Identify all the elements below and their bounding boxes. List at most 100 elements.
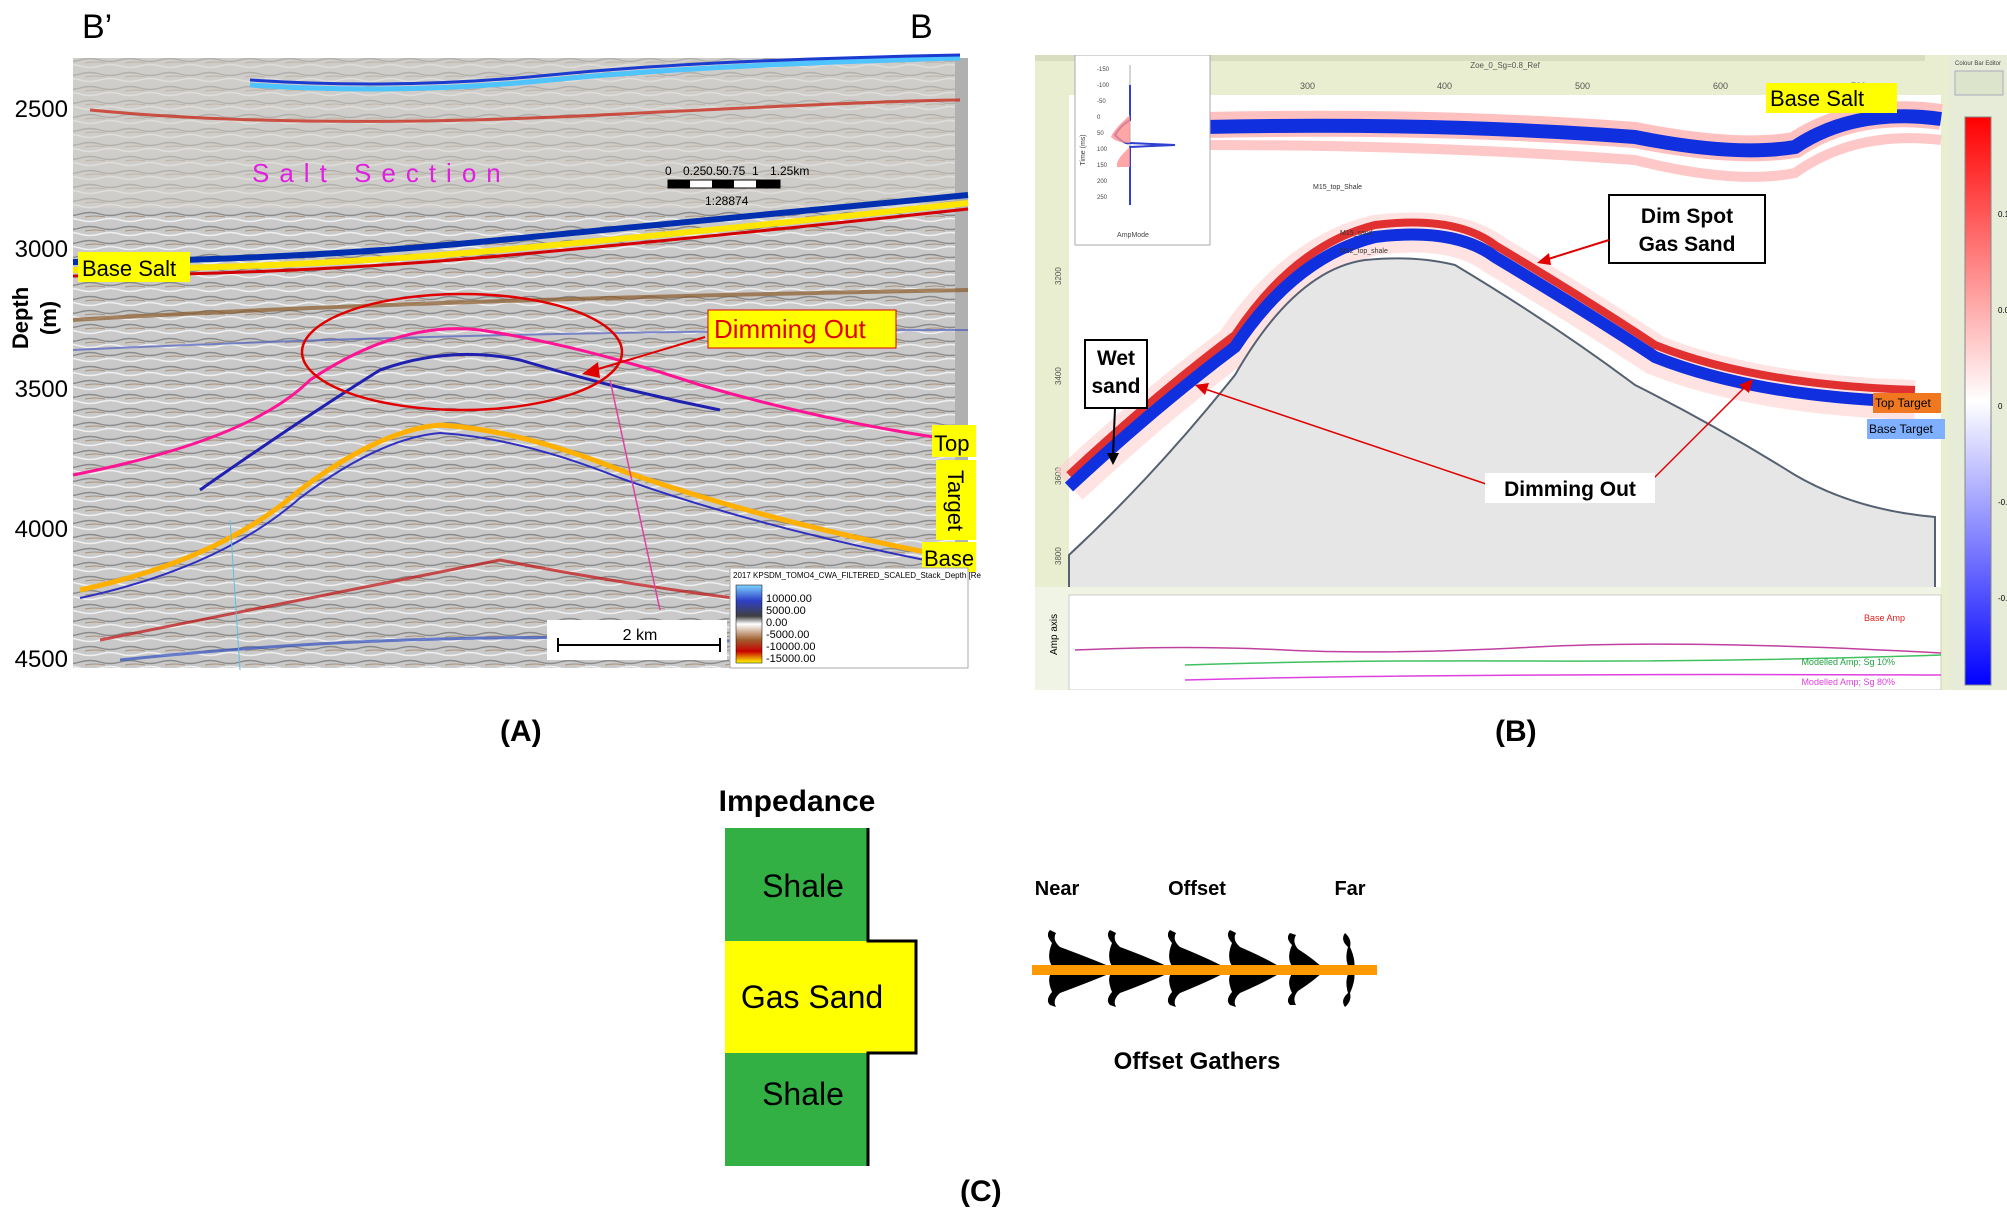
y-tick: 3500 — [15, 376, 68, 403]
svg-text:-0.05: -0.05 — [1998, 498, 2007, 507]
svg-text:200: 200 — [1097, 179, 1108, 185]
top-target-label: Top Target — [1875, 396, 1931, 410]
y-axis-title: Depth(m) — [8, 287, 61, 349]
svg-text:M15_sand: M15_sand — [1340, 230, 1373, 237]
svg-text:400: 400 — [1437, 81, 1452, 91]
panel-b: Zoe_0_Sg=0.8_Ref 300 400 500 600 700 320… — [1035, 54, 2007, 691]
svg-text:-15000.00: -15000.00 — [766, 653, 816, 665]
shale-body — [1068, 257, 1936, 617]
svg-text:Modelled Amp; Sg 80%: Modelled Amp; Sg 80% — [1801, 677, 1895, 687]
sand-label: sand — [1091, 375, 1140, 398]
base-salt-label-b: Base Salt — [1770, 86, 1864, 111]
panel-c-figure: Impedance Shale Gas Sand Shale Near Offs… — [719, 785, 1377, 1166]
base-salt-tag-b — [1766, 83, 1897, 113]
colour-bar — [1964, 116, 1992, 686]
svg-text:0.1: 0.1 — [1998, 210, 2007, 219]
dimming-out-label-b: Dimming Out — [1504, 478, 1636, 501]
wet-label: Wet — [1097, 347, 1135, 370]
y-tick: 3000 — [15, 236, 68, 263]
label-b-prime: B’ — [82, 8, 112, 46]
svg-text:10000.00: 10000.00 — [766, 593, 812, 605]
svg-text:600: 600 — [1713, 81, 1728, 91]
svg-text:0: 0 — [665, 164, 672, 178]
svg-text:-150: -150 — [1097, 67, 1110, 73]
dimming-ellipse — [300, 292, 624, 412]
caption-b: (B) — [1495, 715, 1537, 748]
svg-text:0.05: 0.05 — [1998, 306, 2007, 315]
impedance-title: Impedance — [719, 785, 876, 818]
svg-text:0.5: 0.5 — [706, 164, 723, 178]
svg-text:3200: 3200 — [1054, 267, 1063, 285]
dimming-out-label: Dimming Out — [714, 314, 866, 344]
amp-axis-label: Amp axis — [1049, 614, 1060, 655]
svg-text:3400: 3400 — [1054, 367, 1063, 385]
y-tick: 4500 — [15, 646, 68, 673]
base-salt-label: Base Salt — [82, 256, 176, 281]
svg-text:Time (ms): Time (ms) — [1080, 134, 1087, 165]
dim-spot-label: Dim Spot — [1641, 205, 1733, 228]
scalebar-km: 0 0.25 0.5 0.75 1 1.25km 1:28874 — [665, 164, 809, 208]
svg-text:100: 100 — [1097, 147, 1108, 153]
wet-sand-box — [1084, 339, 1148, 409]
shale-bottom-label: Shale — [762, 1076, 844, 1112]
wavelet-inset: -150 -100 -50 0 50 100 150 200 250 Time … — [1074, 54, 1211, 246]
svg-text:AmpMode: AmpMode — [1117, 232, 1149, 239]
shale-top-label: Shale — [762, 868, 844, 904]
svg-text:-50: -50 — [1097, 99, 1106, 105]
svg-text:0.00: 0.00 — [766, 617, 787, 629]
svg-text:1:28874: 1:28874 — [705, 194, 749, 208]
target-label: Target — [943, 470, 968, 531]
svg-text:500: 500 — [1575, 81, 1590, 91]
distance-label: 2 km — [623, 627, 658, 644]
amplitude-legend: 2017 KPSDM_TOMO4_CWA_FILTERED_SCALED_Sta… — [729, 567, 982, 669]
panel-a: 2500 3000 3500 4000 4500 Depth(m) B’ B S… — [0, 0, 985, 680]
distance-box — [547, 620, 727, 660]
near-label: Near — [1035, 878, 1080, 900]
svg-text:-5000.00: -5000.00 — [766, 629, 809, 641]
gas-sand-label: Gas Sand — [741, 979, 883, 1015]
y-axis: 2500 3000 3500 4000 4500 — [15, 96, 68, 673]
svg-text:0: 0 — [1097, 115, 1101, 121]
svg-text:Colour Bar Editor: Colour Bar Editor — [1955, 61, 2001, 67]
svg-text:3800: 3800 — [1054, 547, 1063, 565]
caption-c: (C) — [960, 1175, 1002, 1208]
caption-a: (A) — [500, 715, 542, 748]
offset-gather-wavelets — [1047, 930, 1355, 1007]
svg-text:300: 300 — [1300, 81, 1315, 91]
svg-text:-10000.00: -10000.00 — [766, 641, 816, 653]
svg-text:5000.00: 5000.00 — [766, 605, 806, 617]
svg-text:Modelled Amp; Sg 10%: Modelled Amp; Sg 10% — [1801, 657, 1895, 667]
svg-text:M12_top_shale: M12_top_shale — [1340, 248, 1388, 255]
svg-text:-0.1: -0.1 — [1998, 594, 2007, 603]
top-label: Top — [934, 431, 969, 456]
dim-spot-box — [1608, 194, 1766, 264]
gas-sand-block — [725, 941, 916, 1053]
svg-text:250: 250 — [1097, 195, 1108, 201]
svg-text:0.75: 0.75 — [722, 164, 746, 178]
label-b: B — [910, 8, 933, 46]
svg-text:Base Amp: Base Amp — [1864, 613, 1905, 623]
offset-gathers-title: Offset Gathers — [1114, 1048, 1281, 1075]
panel-c: Impedance Shale Gas Sand Shale Near Offs… — [700, 775, 1400, 1175]
svg-text:M15_top_Shale: M15_top_Shale — [1313, 184, 1362, 191]
offset-label: Offset — [1168, 878, 1226, 900]
svg-text:50: 50 — [1097, 131, 1104, 137]
shale-top-block — [725, 828, 868, 941]
svg-text:150: 150 — [1097, 163, 1108, 169]
salt-section-label: Salt Section — [252, 158, 511, 188]
gas-sand-label-b: Gas Sand — [1639, 233, 1736, 256]
y-tick: 2500 — [15, 96, 68, 123]
svg-text:0: 0 — [1998, 402, 2003, 411]
far-label: Far — [1334, 878, 1365, 900]
shale-bottom-block — [725, 1053, 868, 1166]
base-target-label: Base Target — [1869, 422, 1933, 436]
dimming-out-tag — [707, 309, 897, 349]
base-label: Base — [924, 546, 974, 571]
svg-text:-100: -100 — [1097, 83, 1110, 89]
svg-text:2017 KPSDM_TOMO4_CWA_FILTERED_: 2017 KPSDM_TOMO4_CWA_FILTERED_SCALED_Sta… — [733, 571, 982, 580]
panel-a-figure: 2500 3000 3500 4000 4500 Depth(m) B’ B S… — [8, 8, 982, 673]
svg-text:1.25km: 1.25km — [770, 164, 809, 178]
base-salt-tag — [78, 252, 190, 282]
svg-text:3600: 3600 — [1054, 467, 1063, 485]
y-tick: 4000 — [15, 516, 68, 543]
